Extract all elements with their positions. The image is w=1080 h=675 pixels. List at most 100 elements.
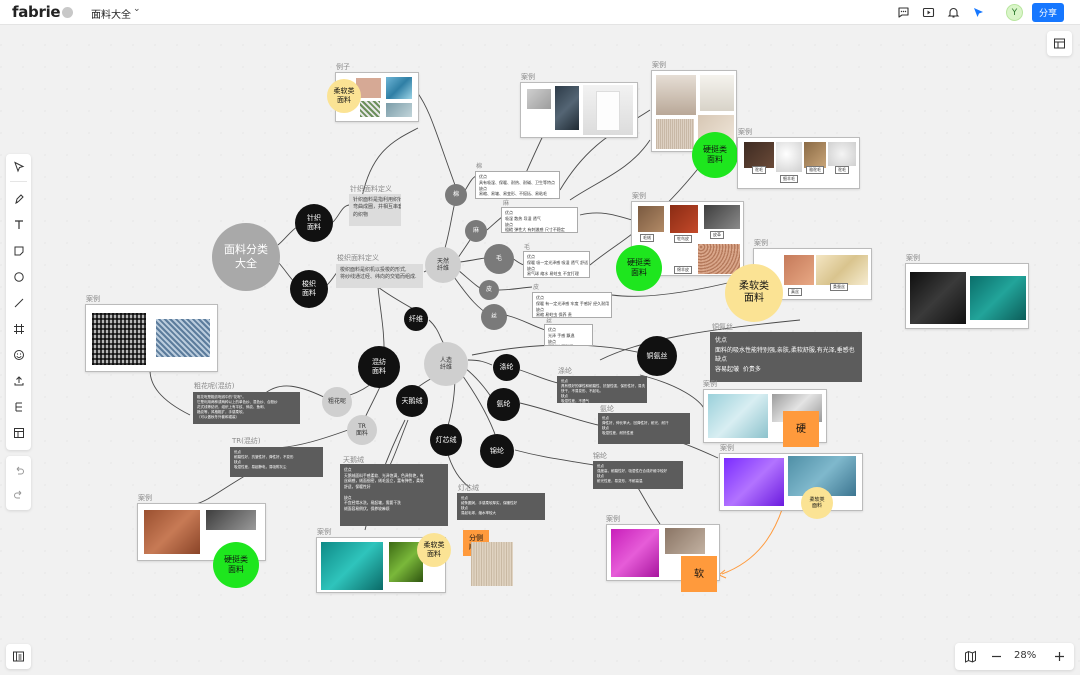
outline-panel-button[interactable] (6, 644, 31, 669)
cotton-node[interactable]: 棉 (445, 184, 467, 206)
shape-icon[interactable] (6, 266, 31, 288)
hard-fabric-tag[interactable]: 硬挺类 面料 (213, 542, 259, 588)
nylon-text[interactable]: 优点 弹性好，伸长率大，回弹性好，耐光、耐汗 缺点 吸湿性差，耐热性差 (598, 413, 690, 444)
soft-square-tag[interactable]: 软 (681, 556, 717, 592)
acrylic-node[interactable]: 锦纶 (480, 434, 514, 468)
root-node[interactable]: 面料分类 大全 (212, 223, 280, 291)
wool-case-card[interactable]: 驼毛 细羊毛 骆驼毛 驼毛 (737, 137, 860, 189)
soft-fabric-tag[interactable]: 柔软类 面料 (417, 533, 451, 567)
silk-node[interactable]: 丝 (481, 304, 507, 330)
select-icon[interactable] (6, 156, 31, 178)
comment-icon[interactable] (896, 5, 911, 20)
cupro-label: 铜氨丝 (712, 323, 733, 331)
corduroy-node[interactable]: 灯芯绒 (430, 424, 462, 456)
polyester-text[interactable]: 优点 具有很好的弹性和耐磨性、抗皱性强，保形性好，易洗 快干，不易变形、不起毛。… (557, 376, 647, 403)
document-title[interactable]: 面料大全 (91, 10, 131, 21)
soft-fabric-tag[interactable]: 柔软类 面料 (327, 79, 361, 113)
card-view-button[interactable] (1047, 31, 1072, 56)
polyester-label: 涤纶 (558, 367, 572, 375)
woven-def-text[interactable]: 梭织面料是织机以投梭的形式, 将纱线通过经、纬向的交错而组成. (336, 264, 423, 288)
upload-icon[interactable] (6, 370, 31, 392)
woven-def-label: 梭织面料定义 (337, 254, 379, 262)
polyester-node[interactable]: 涤纶 (493, 354, 520, 381)
cupro-case-card[interactable] (905, 263, 1029, 329)
bell-icon[interactable] (946, 5, 961, 20)
tencel-text[interactable]: 优点 天鹅绒面料手感柔软、光泽饱满，色泽鲜艳，有 丝绸感，绒面细密，绒毛竖立，富… (340, 464, 448, 526)
zoom-in-button[interactable] (1052, 649, 1067, 664)
hemp-label: 麻 (503, 200, 510, 207)
silk-caption-1: 真丝 (788, 288, 802, 296)
natural-fiber-node[interactable]: 天然 纤维 (425, 247, 461, 283)
leather-text[interactable]: 优点 保暖 有一定光泽感 牢度 手感好 经久耐用 缺点 易缩 易蛀虫 保养 贵 (532, 292, 612, 318)
undo-icon[interactable] (6, 460, 31, 482)
wool-caption-2: 细羊毛 (780, 175, 798, 183)
cotton-case-card[interactable] (520, 82, 638, 138)
play-icon[interactable] (921, 5, 936, 20)
coarse-node[interactable]: 粗花呢 (322, 387, 352, 417)
emoji-icon[interactable] (6, 344, 31, 366)
soft-fabric-tag[interactable]: 柔软类 面料 (801, 487, 833, 519)
coarse-label: 粗花呢(混纺) (194, 382, 235, 390)
coarse-case-card[interactable] (85, 304, 218, 372)
tr-text[interactable]: 优点 耐磨性好，抗皱性好，弹性好，不变形 缺点 吸湿性差，易起静电，易吸附灰尘 (230, 447, 323, 477)
satin-example-label: 例子 (336, 63, 350, 71)
coarse-text[interactable]: 粗花呢是粗纺呢绒中的"花呢"。 它是利用两种或两种以上的单色纱、混色纱、合股纱 … (193, 392, 300, 424)
hard-square-tag[interactable]: 硬 (783, 411, 819, 447)
hard-fabric-tag[interactable]: 硬挺类 面料 (692, 132, 738, 178)
acrylic-text[interactable]: 优点 强度高，耐磨性好，吸湿性在合成纤维中较好 缺点 耐光性差，易变形，不耐高温 (593, 461, 683, 489)
cupro-node[interactable]: 铜氨丝 (637, 336, 677, 376)
fiber-node[interactable]: 纤维 (404, 307, 428, 331)
wool-caption-3: 骆驼毛 (806, 166, 824, 174)
line-icon[interactable] (6, 292, 31, 314)
corduroy-text[interactable]: 优点 绒条圆润，手感柔软厚实，保暖性好 缺点 易起毛球，缩水率较大 (457, 493, 545, 520)
knit-def-text[interactable]: 针织面料是指利用织针将纱线 弯曲成圈，并相互串套而形成 的织物 (349, 194, 401, 226)
mindmap-icon[interactable] (6, 396, 31, 418)
wool-node[interactable]: 毛 (484, 244, 514, 274)
frame-icon[interactable] (6, 318, 31, 340)
wool-label: 毛 (524, 244, 531, 251)
nylon-node[interactable]: 氨纶 (487, 388, 520, 421)
cursor-flag-icon[interactable] (971, 5, 986, 20)
template-icon[interactable] (6, 422, 31, 444)
tr-node[interactable]: TR 面料 (347, 415, 377, 445)
undo-redo-bar (6, 456, 31, 510)
leather-caption-2: 鸵鸟皮 (674, 235, 692, 243)
zoom-out-button[interactable] (989, 649, 1004, 664)
logo-dot[interactable] (62, 7, 73, 18)
manmade-fiber-node[interactable]: 人造 纤维 (424, 342, 468, 386)
wool-text[interactable]: 优点 保暖 吸一定光泽感 吸湿 透气 舒适 缺点 易气球 缩水 易蛀虫 不宜打理 (523, 251, 590, 278)
nylon-case-card[interactable] (719, 453, 863, 511)
soft-fabric-tag[interactable]: 柔软类 面料 (725, 264, 783, 322)
case-label: 案例 (720, 444, 734, 452)
cotton-text[interactable]: 优点 具有吸湿、保暖、耐热、耐碱、卫生等特点 缺点 易缩、易皱、易变形、不挺括、… (475, 171, 560, 199)
silk-label: 丝 (546, 318, 553, 325)
corduroy-swatch[interactable] (471, 542, 513, 586)
case-label: 案例 (738, 128, 752, 136)
case-label: 案例 (652, 61, 666, 69)
left-toolbar (6, 154, 31, 450)
text-icon[interactable] (6, 214, 31, 236)
pen-icon[interactable] (6, 188, 31, 210)
leather-caption-1: 毛绒 (640, 234, 654, 242)
silk-caption-2: 桑蚕丝 (830, 283, 848, 291)
app-logo[interactable]: fabrie (12, 3, 61, 21)
woven-node[interactable]: 梭织 面料 (290, 270, 328, 308)
redo-icon[interactable] (6, 484, 31, 506)
knit-node[interactable]: 针织 面料 (295, 204, 333, 242)
hemp-node[interactable]: 麻 (465, 220, 487, 242)
hard-fabric-tag[interactable]: 硬挺类 面料 (616, 245, 662, 291)
leather-node[interactable]: 皮 (479, 280, 499, 300)
case-label: 案例 (521, 73, 535, 81)
tencel-node[interactable]: 天鹅绒 (396, 385, 428, 417)
avatar[interactable]: Y (1006, 4, 1023, 21)
share-button[interactable]: 分享 (1032, 3, 1064, 22)
map-icon[interactable] (963, 649, 978, 664)
hemp-text[interactable]: 优点 吸湿 散热 导湿 透气 缺点 粗糙 弹性大 有刺激感 尺寸不稳定 (501, 207, 578, 233)
cupro-text[interactable]: 优点 面料的吸水性能特别强,亲肤,柔软舒服,有光泽,垂感也 缺点 容易起皱 价贵… (710, 332, 862, 382)
blend-node[interactable]: 混纺 面料 (358, 346, 400, 388)
case-label: 案例 (86, 295, 100, 303)
sticky-note-icon[interactable] (6, 240, 31, 262)
silk-text[interactable]: 优点 光泽 手感 飘逸 缺点 不耐光 不耐晒 (544, 324, 593, 346)
chevron-down-icon[interactable]: ⌄ (133, 4, 141, 14)
zoom-controls: 28% (955, 643, 1074, 670)
